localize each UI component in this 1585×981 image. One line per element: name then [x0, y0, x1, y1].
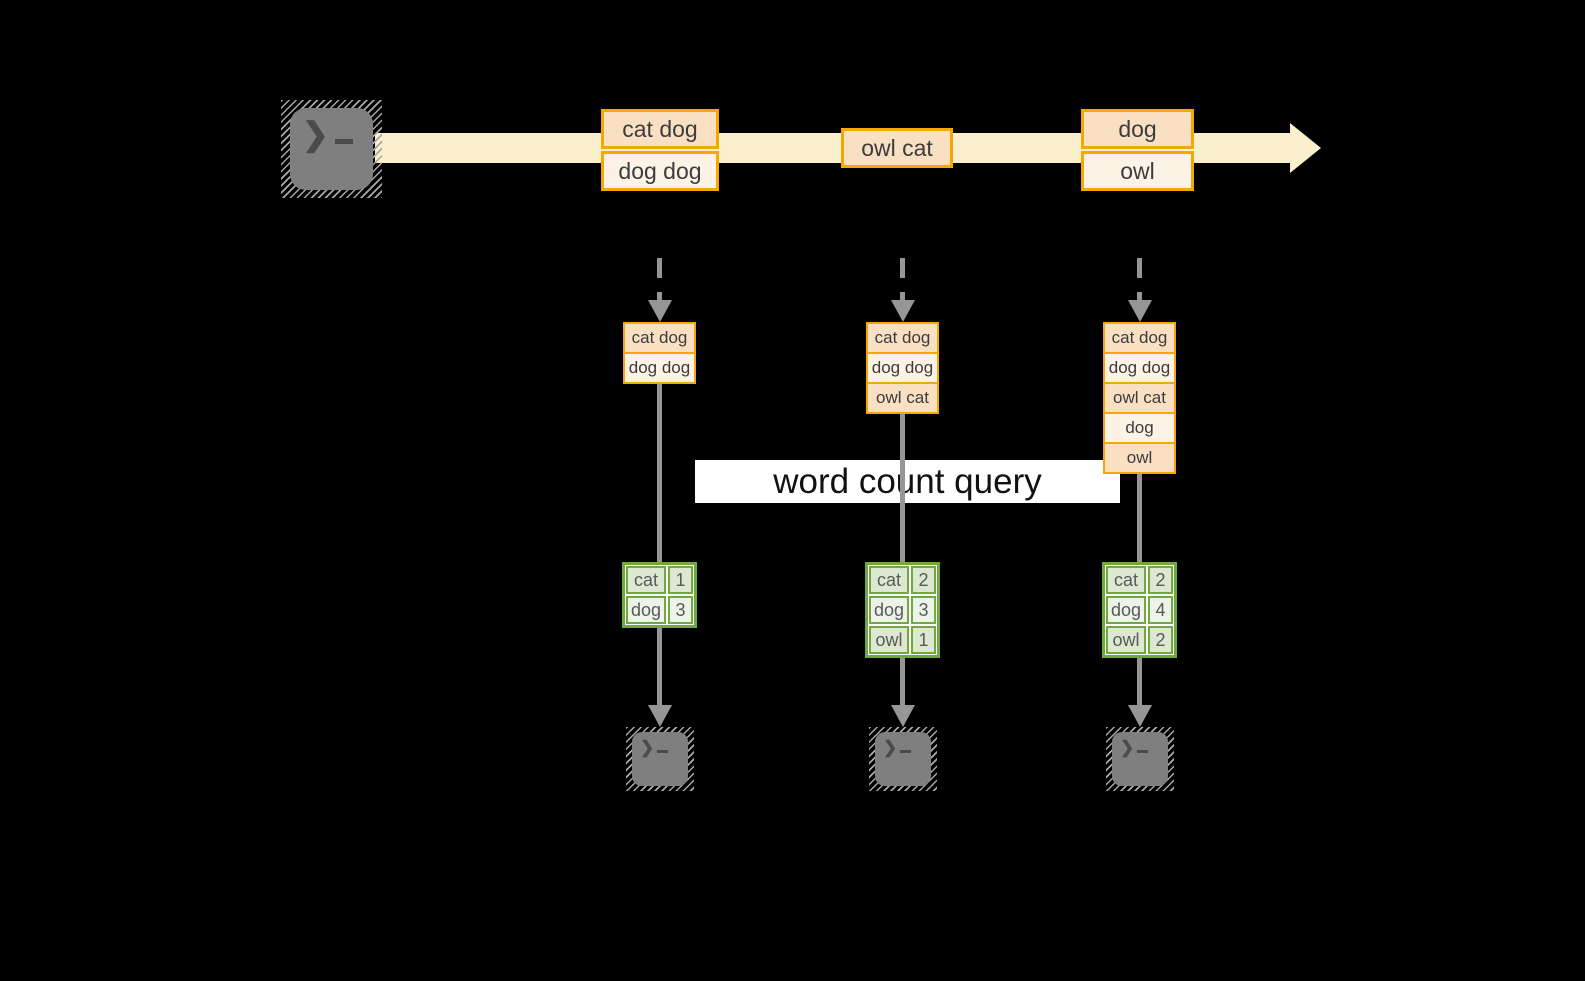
connector-line	[657, 626, 662, 707]
count-word-cell: owl	[869, 626, 909, 654]
count-value-cell: 4	[1148, 596, 1173, 624]
terminal-output-icon: ❯	[1106, 727, 1174, 791]
count-table-3: cat 2 dog 4 owl 2	[1102, 562, 1177, 658]
batch-record: dog dog	[601, 151, 719, 191]
connector-line	[657, 380, 662, 564]
record-row: cat dog	[623, 322, 696, 354]
count-table-2: cat 2 dog 3 owl 1	[865, 562, 940, 658]
batch-record: cat dog	[601, 109, 719, 149]
arrowhead-down-icon	[1128, 705, 1152, 727]
query-label-text: word count query	[773, 461, 1042, 501]
prompt-underscore-icon	[900, 750, 912, 753]
stream-batch-2: owl cat	[841, 128, 953, 168]
count-word-cell: dog	[1106, 596, 1146, 624]
query-label: word count query	[695, 460, 1120, 503]
count-value-cell: 3	[668, 596, 693, 624]
count-word-cell: dog	[626, 596, 666, 624]
count-word-cell: cat	[1106, 566, 1146, 594]
terminal-output-icon: ❯	[869, 727, 937, 791]
count-value-cell: 2	[911, 566, 936, 594]
terminal-output-icon: ❯	[626, 727, 694, 791]
arrowhead-down-icon	[891, 300, 915, 322]
connector-line	[1137, 656, 1142, 707]
connector-line	[900, 412, 905, 564]
arrowhead-down-icon	[648, 300, 672, 322]
count-value-cell: 1	[668, 566, 693, 594]
batch-record: owl	[1081, 151, 1194, 191]
dashed-arrow-line	[657, 258, 662, 302]
record-row: dog dog	[1103, 352, 1176, 384]
terminal-screen: ❯	[1112, 732, 1168, 786]
terminal-screen: ❯	[875, 732, 931, 786]
terminal-screen: ❯	[290, 108, 373, 190]
batch-record: owl cat	[841, 128, 953, 168]
stream-arrowhead-icon	[1290, 123, 1321, 173]
record-row: owl	[1103, 442, 1176, 474]
count-word-cell: cat	[869, 566, 909, 594]
arrowhead-down-icon	[1128, 300, 1152, 322]
dashed-arrow-line	[1137, 258, 1142, 302]
accumulated-records-3: cat dog dog dog owl cat dog owl	[1103, 322, 1176, 474]
terminal-source-icon: ❯	[281, 100, 382, 198]
terminal-prompt-icon: ❯	[640, 739, 688, 756]
record-row: dog	[1103, 412, 1176, 444]
arrowhead-down-icon	[891, 705, 915, 727]
connector-line	[900, 656, 905, 707]
accumulated-records-2: cat dog dog dog owl cat	[866, 322, 939, 414]
prompt-underscore-icon	[657, 750, 669, 753]
accumulated-records-1: cat dog dog dog	[623, 322, 696, 384]
stream-batch-3: dog owl	[1081, 109, 1194, 191]
count-value-cell: 1	[911, 626, 936, 654]
terminal-prompt-icon: ❯	[883, 739, 931, 756]
terminal-prompt-icon: ❯	[1120, 739, 1168, 756]
terminal-prompt-icon: ❯	[302, 118, 373, 150]
record-row: owl cat	[866, 382, 939, 414]
record-row: owl cat	[1103, 382, 1176, 414]
stream-batch-1: cat dog dog dog	[601, 109, 719, 191]
count-word-cell: dog	[869, 596, 909, 624]
prompt-underscore-icon	[1137, 750, 1149, 753]
record-row: cat dog	[1103, 322, 1176, 354]
prompt-chevron-icon: ❯	[883, 738, 898, 757]
arrowhead-down-icon	[648, 705, 672, 727]
count-value-cell: 2	[1148, 566, 1173, 594]
count-word-cell: owl	[1106, 626, 1146, 654]
count-word-cell: cat	[626, 566, 666, 594]
dashed-arrow-line	[900, 258, 905, 302]
prompt-underscore-icon	[334, 139, 353, 144]
record-row: dog dog	[623, 352, 696, 384]
connector-line	[1137, 472, 1142, 564]
terminal-screen: ❯	[632, 732, 688, 786]
prompt-chevron-icon: ❯	[302, 116, 329, 152]
prompt-chevron-icon: ❯	[640, 738, 655, 757]
count-value-cell: 2	[1148, 626, 1173, 654]
count-table-1: cat 1 dog 3	[622, 562, 697, 628]
record-row: cat dog	[866, 322, 939, 354]
record-row: dog dog	[866, 352, 939, 384]
count-value-cell: 3	[911, 596, 936, 624]
batch-record: dog	[1081, 109, 1194, 149]
prompt-chevron-icon: ❯	[1120, 738, 1135, 757]
